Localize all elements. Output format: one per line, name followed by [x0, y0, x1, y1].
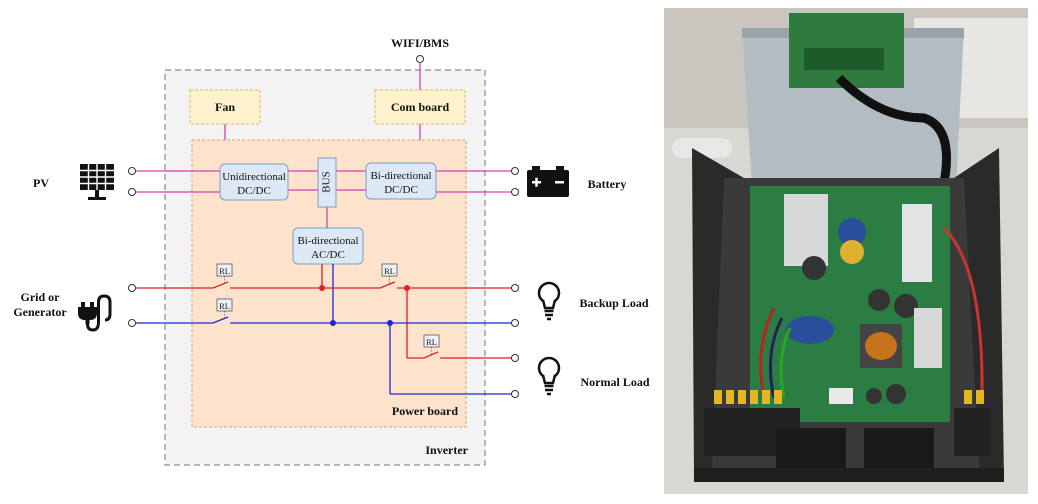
svg-text:RL: RL: [219, 301, 230, 311]
relay-grid-neutral: RL: [216, 298, 233, 320]
com-board-label: Com board: [391, 100, 450, 114]
inverter-label: Inverter: [425, 443, 468, 457]
unidirectional-dcdc-line2: DC/DC: [237, 185, 271, 197]
junction-neutral-acdc: [330, 320, 336, 326]
pv-terminal-positive: [128, 167, 136, 175]
grid-terminal-neutral: [128, 319, 136, 327]
unidirectional-dcdc-box: [219, 163, 289, 201]
bidirectional-dcdc-line2: DC/DC: [384, 184, 418, 196]
backup-load-terminal-neutral: [511, 319, 519, 327]
inverter-photo: [664, 8, 1028, 494]
backup-load-label: Backup Load: [579, 296, 648, 310]
relay-backup: RL: [381, 263, 398, 285]
relay-grid-live: RL: [216, 263, 233, 285]
inverter-block-diagram: Fan Com board WIFI/BMS Power board Inver…: [13, 36, 650, 466]
normal-load-label: Normal Load: [581, 375, 650, 389]
svg-text:RL: RL: [384, 266, 395, 276]
pv-terminal-negative: [128, 188, 136, 196]
bus-box: [317, 157, 337, 208]
bidirectional-dcdc-box: [365, 162, 437, 200]
power-board-label: Power board: [392, 404, 458, 418]
lightbulb-icon: [537, 281, 561, 321]
grid-terminal-live: [128, 284, 136, 292]
battery-label: Battery: [588, 177, 627, 191]
bidirectional-acdc-line1: Bi-directional: [297, 235, 358, 247]
wifi-bms-label: WIFI/BMS: [391, 36, 449, 50]
bidirectional-acdc-box: [292, 227, 364, 265]
wifi-bms-terminal: [416, 55, 424, 63]
bus-label: BUS: [321, 171, 333, 192]
lightbulb-icon: [537, 356, 561, 396]
backup-load-terminal-live: [511, 284, 519, 292]
junction-live-acdc: [319, 285, 325, 291]
grid-label-line1: Grid or: [21, 290, 61, 304]
normal-load-terminal-neutral: [511, 390, 519, 398]
fan-label: Fan: [215, 100, 235, 114]
solar-panel-icon: [80, 164, 114, 200]
battery-icon: [527, 166, 569, 197]
battery-terminal-negative: [511, 188, 519, 196]
bidirectional-acdc-line2: AC/DC: [311, 249, 345, 261]
grid-label-line2: Generator: [13, 305, 67, 319]
unidirectional-dcdc-line1: Unidirectional: [222, 171, 286, 183]
com-board-box: [374, 89, 466, 125]
svg-text:RL: RL: [426, 337, 437, 347]
svg-text:RL: RL: [219, 266, 230, 276]
battery-terminal-positive: [511, 167, 519, 175]
relay-normal: RL: [423, 334, 440, 355]
plug-icon: [78, 294, 112, 332]
pv-label: PV: [33, 176, 49, 190]
fan-box: [189, 89, 261, 125]
bidirectional-dcdc-line1: Bi-directional: [370, 170, 431, 182]
normal-load-terminal-live: [511, 354, 519, 362]
